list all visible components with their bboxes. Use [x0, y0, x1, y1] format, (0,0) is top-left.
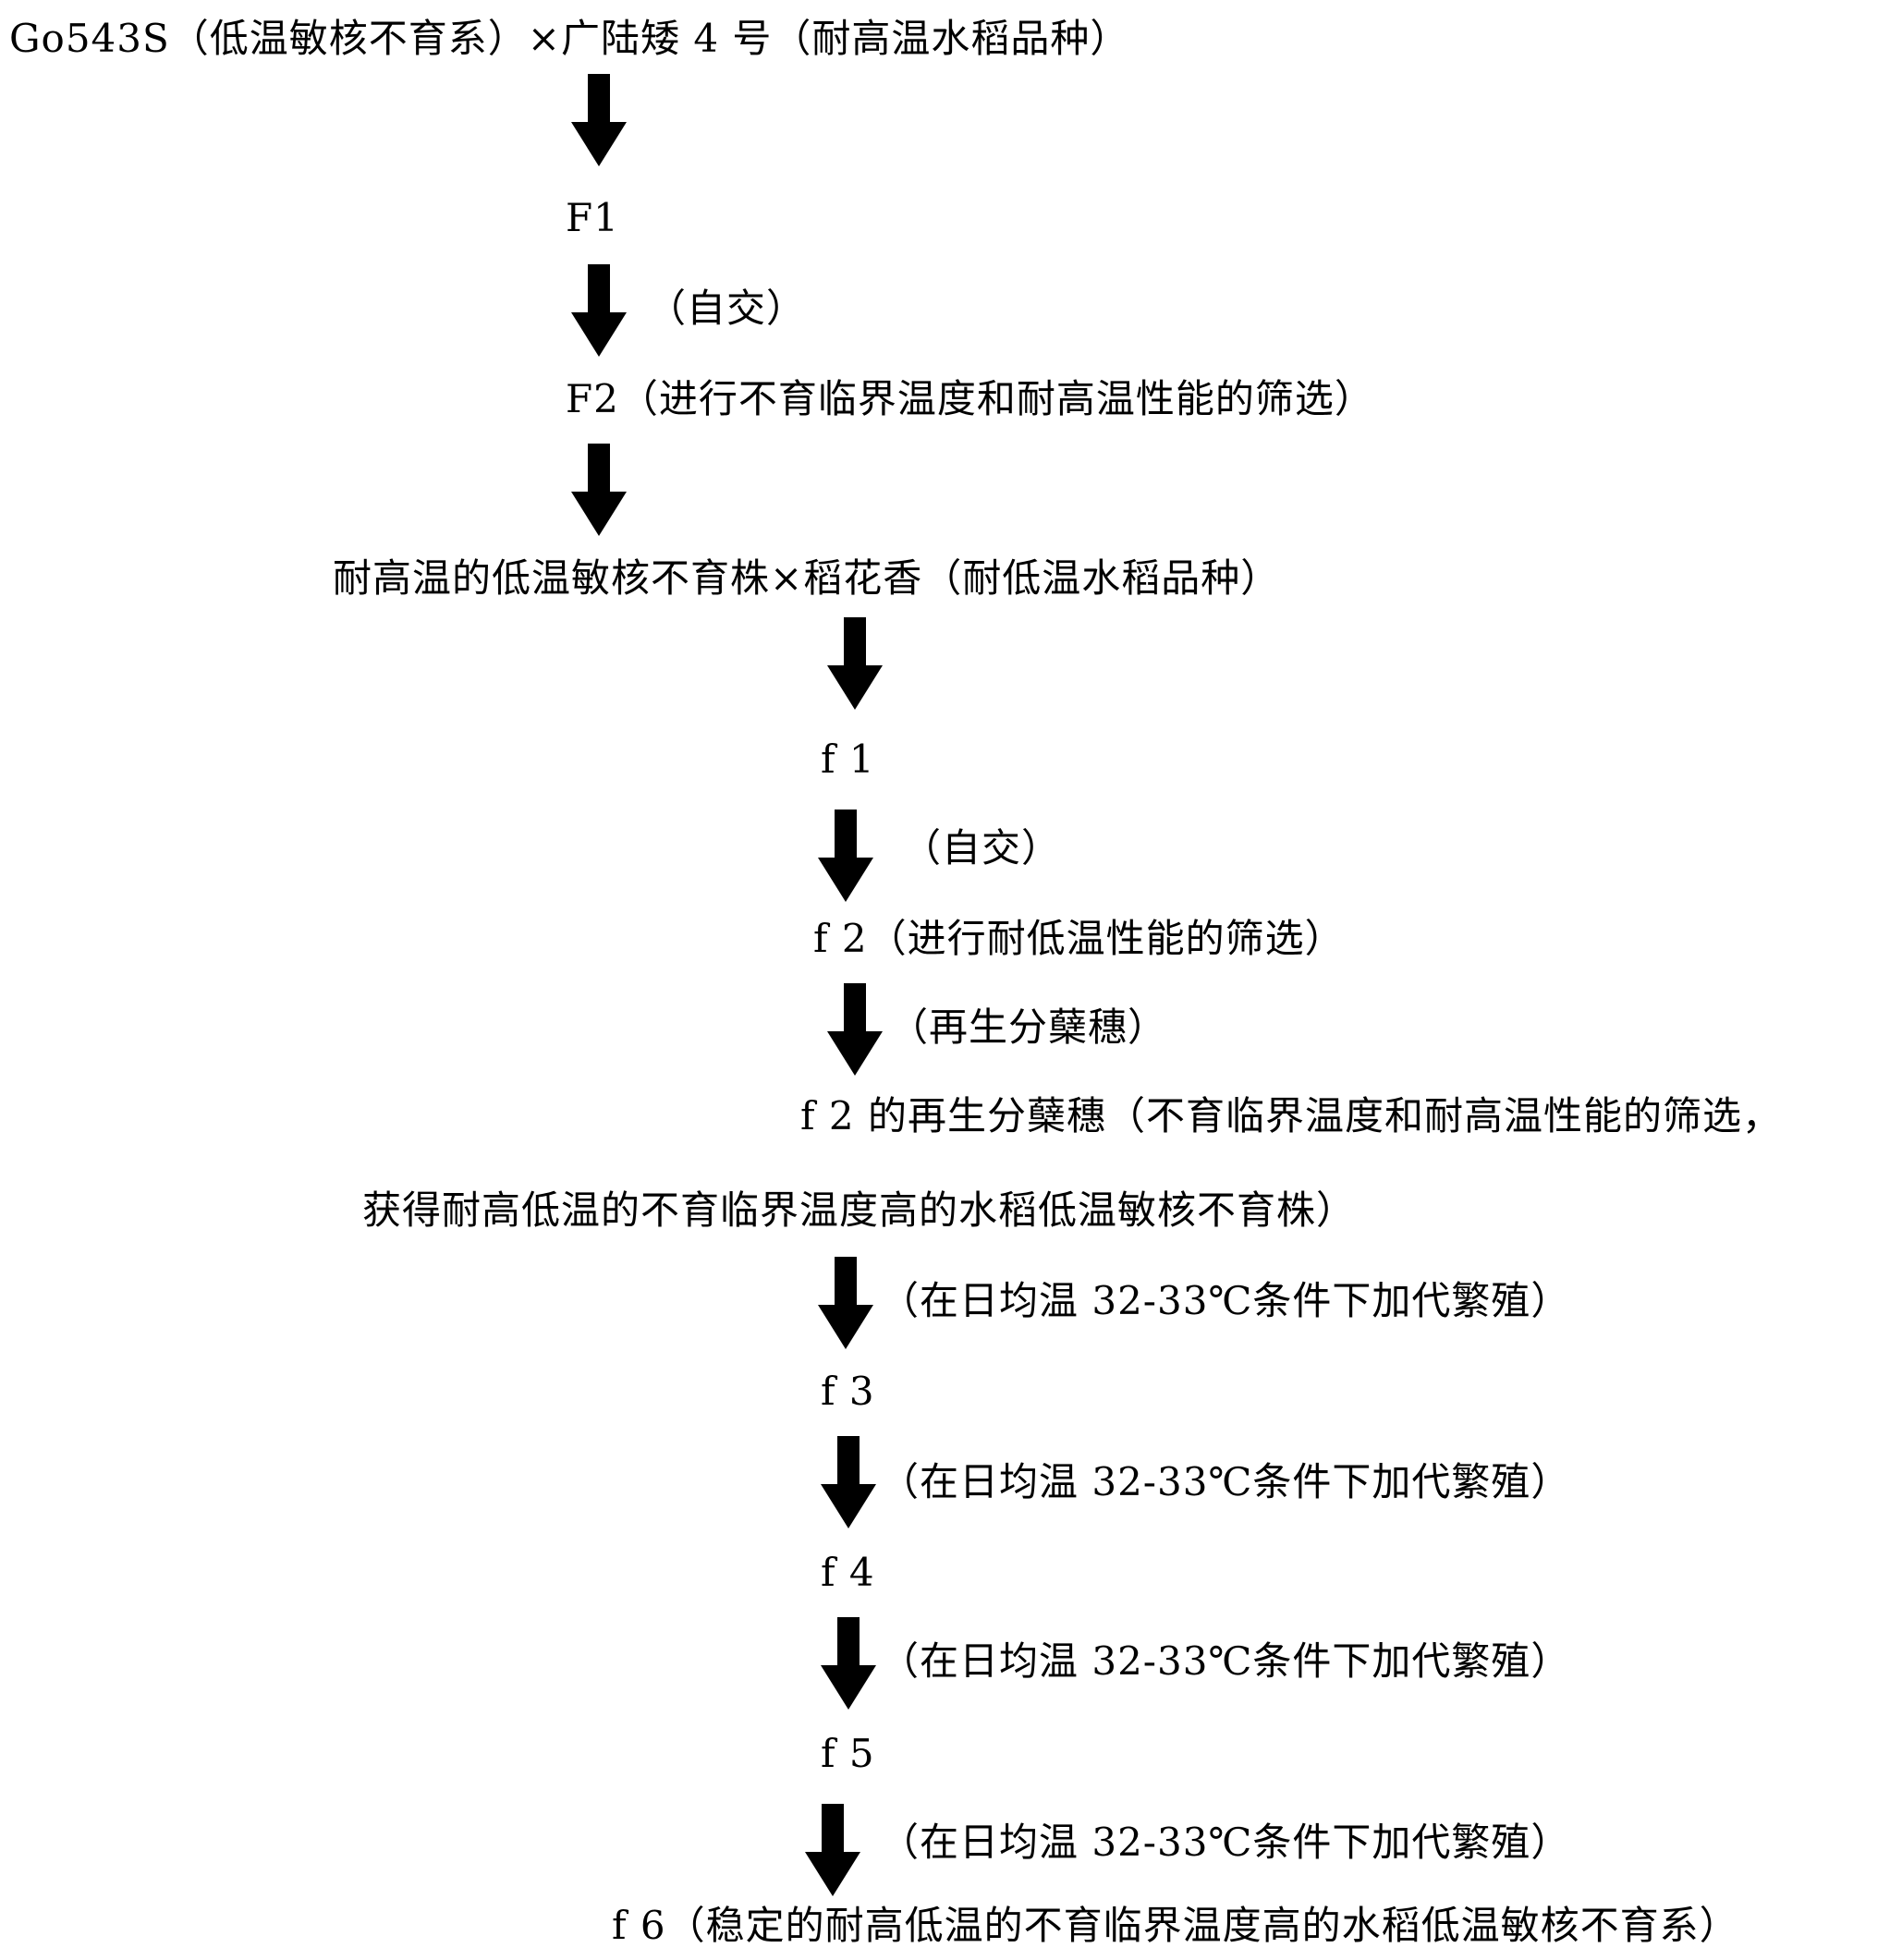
down-arrow-icon [571, 264, 627, 357]
label-breeding-3: （在日均温 32-33℃条件下加代繁殖） [880, 1638, 1571, 1684]
label-breeding-4: （在日均温 32-33℃条件下加代繁殖） [880, 1820, 1571, 1865]
down-arrow-icon [818, 1257, 873, 1349]
down-arrow-icon [571, 74, 627, 166]
down-arrow-icon [571, 444, 627, 536]
label-selfing-1: （自交） [647, 286, 807, 331]
node-F2: F2（进行不育临界温度和耐高温性能的筛选） [566, 376, 1374, 421]
node-f2-regenerated-line1: f 2 的再生分蘖穗（不育临界温度和耐高温性能的筛选， [800, 1093, 1782, 1138]
node-f6: f 6（稳定的耐高低温的不育临界温度高的水稻低温敏核不育系） [612, 1903, 1739, 1948]
down-arrow-icon [818, 810, 873, 902]
step-second-cross: 耐高温的低温敏核不育株×稻花香（耐低温水稻品种） [333, 555, 1281, 601]
label-selfing-2: （自交） [902, 825, 1062, 870]
node-f5: f 5 [821, 1731, 875, 1776]
step-parent-cross: Go543S（低温敏核不育系）×广陆矮 4 号（耐高温水稻品种） [9, 16, 1130, 61]
node-f4: f 4 [821, 1550, 875, 1595]
down-arrow-icon [827, 617, 883, 710]
down-arrow-icon [821, 1436, 876, 1528]
node-f2: f 2（进行耐低温性能的筛选） [813, 916, 1345, 961]
node-f3: f 3 [821, 1369, 875, 1414]
node-f1: f 1 [821, 737, 875, 782]
label-regeneration: （再生分蘖穗） [889, 1004, 1168, 1050]
label-breeding-1: （在日均温 32-33℃条件下加代繁殖） [880, 1278, 1571, 1323]
node-F1: F1 [566, 195, 619, 240]
node-f2-regenerated-line2: 获得耐高低温的不育临界温度高的水稻低温敏核不育株） [362, 1187, 1357, 1233]
down-arrow-icon [805, 1804, 860, 1896]
label-breeding-2: （在日均温 32-33℃条件下加代繁殖） [880, 1459, 1571, 1504]
down-arrow-icon [821, 1617, 876, 1710]
down-arrow-icon [827, 983, 883, 1076]
